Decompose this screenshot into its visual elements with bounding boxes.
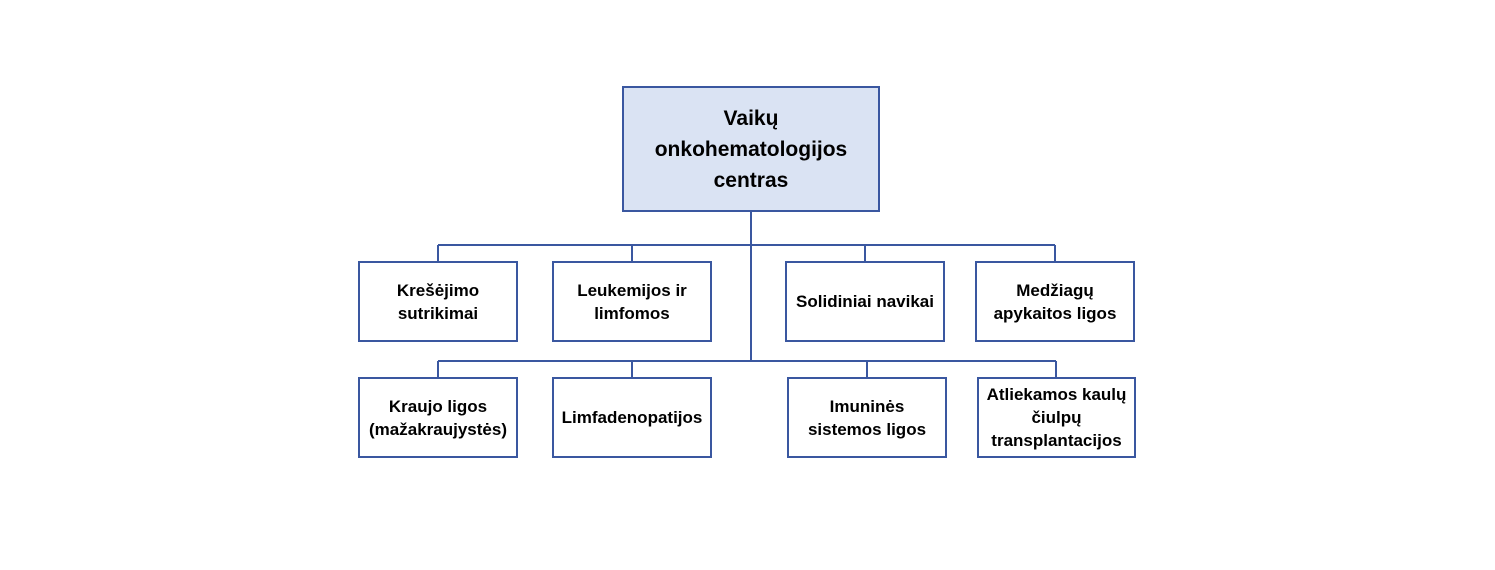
root-label-line: onkohematologijos xyxy=(654,137,848,161)
node-label: Kraujo ligos (mažakraujystės) xyxy=(369,395,507,441)
node-label-line: Krešėjimo xyxy=(396,280,480,300)
node-label: Medžiagų apykaitos ligos xyxy=(994,279,1117,325)
node-label-line: Kraujo ligos xyxy=(388,396,488,416)
node-label: Imuninės sistemos ligos xyxy=(808,395,926,441)
node-label: Leukemijos ir limfomos xyxy=(577,279,687,325)
node-kraujo-ligos: Kraujo ligos (mažakraujystės) xyxy=(358,377,518,458)
root-node-label: Vaikų onkohematologijos centras xyxy=(655,103,848,196)
node-kresejimo-sutrikimai: Krešėjimo sutrikimai xyxy=(358,261,518,342)
node-label-line: sutrikimai xyxy=(397,303,479,323)
node-leukemijos-ir-limfomos: Leukemijos ir limfomos xyxy=(552,261,712,342)
node-label-line: Leukemijos ir xyxy=(577,280,687,300)
node-label: Atliekamos kaulų čiulpų transplantacijos xyxy=(987,383,1127,452)
node-label-line: limfomos xyxy=(594,303,670,323)
node-limfadenopatijos: Limfadenopatijos xyxy=(552,377,712,458)
node-label: Limfadenopatijos xyxy=(562,406,703,429)
node-label-line: Limfadenopatijos xyxy=(561,408,703,427)
node-label-line: Imuninės xyxy=(829,396,905,416)
node-label-line: Atliekamos kaulų xyxy=(986,385,1127,404)
node-medziagu-apykaitos-ligos: Medžiagų apykaitos ligos xyxy=(975,261,1135,342)
root-label-line: Vaikų xyxy=(723,106,779,130)
node-label-line: apykaitos ligos xyxy=(993,303,1117,323)
node-label-line: Solidiniai navikai xyxy=(796,292,934,311)
node-label-line: Medžiagų xyxy=(1016,280,1094,300)
node-label-line: (mažakraujystės) xyxy=(369,419,507,439)
node-label-line: sistemos ligos xyxy=(807,419,927,439)
node-label: Krešėjimo sutrikimai xyxy=(397,279,479,325)
node-label-line: transplantacijos xyxy=(991,431,1122,450)
node-label: Solidiniai navikai xyxy=(796,290,934,313)
node-kaulu-ciulpu-transplantacijos: Atliekamos kaulų čiulpų transplantacijos xyxy=(977,377,1136,458)
root-node: Vaikų onkohematologijos centras xyxy=(622,86,880,212)
node-label-line: čiulpų xyxy=(1031,408,1082,427)
root-label-line: centras xyxy=(713,168,789,192)
node-imunines-sistemos-ligos: Imuninės sistemos ligos xyxy=(787,377,947,458)
node-solidiniai-navikai: Solidiniai navikai xyxy=(785,261,945,342)
